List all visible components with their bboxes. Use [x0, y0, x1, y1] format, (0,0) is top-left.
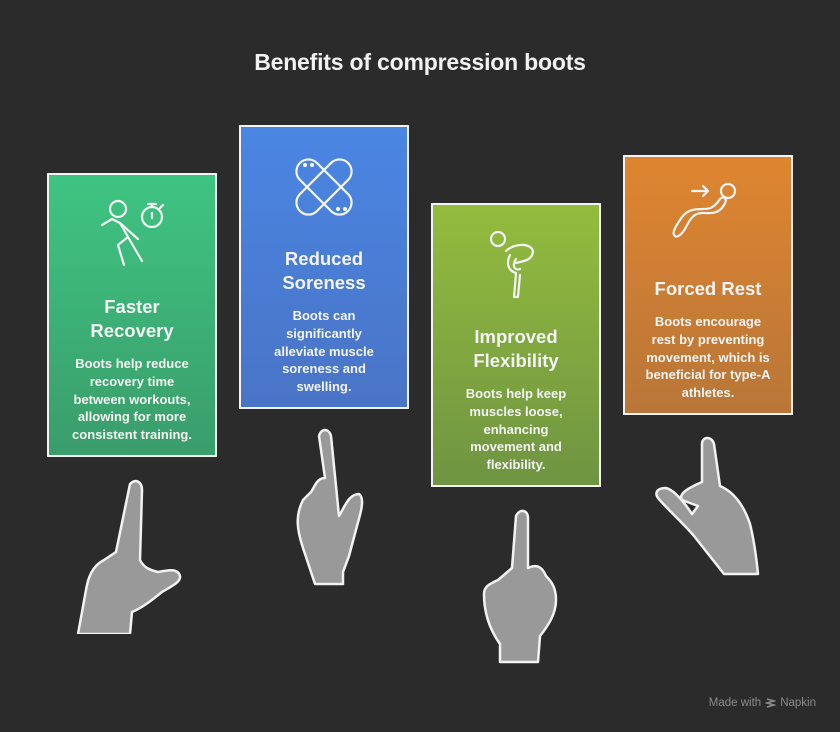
card-title: Forced Rest [654, 278, 762, 299]
bandage-icon [295, 158, 353, 216]
page-title: Benefits of compression boots [254, 49, 586, 75]
pointing-hand-icon [655, 436, 760, 576]
made-with-label: Made with [708, 697, 762, 709]
pointing-hand-icon [296, 428, 364, 586]
reclining-person-icon [672, 182, 737, 238]
running-stopwatch-icon [100, 199, 165, 267]
napkin-logo-icon [765, 698, 777, 708]
stretching-person-icon [489, 230, 534, 299]
napkin-brand-label: Napkin [780, 697, 816, 709]
pointing-hand-icon [482, 509, 558, 664]
pointing-hand-icon [76, 479, 182, 634]
footer-attribution: Made with Napkin [709, 697, 816, 709]
